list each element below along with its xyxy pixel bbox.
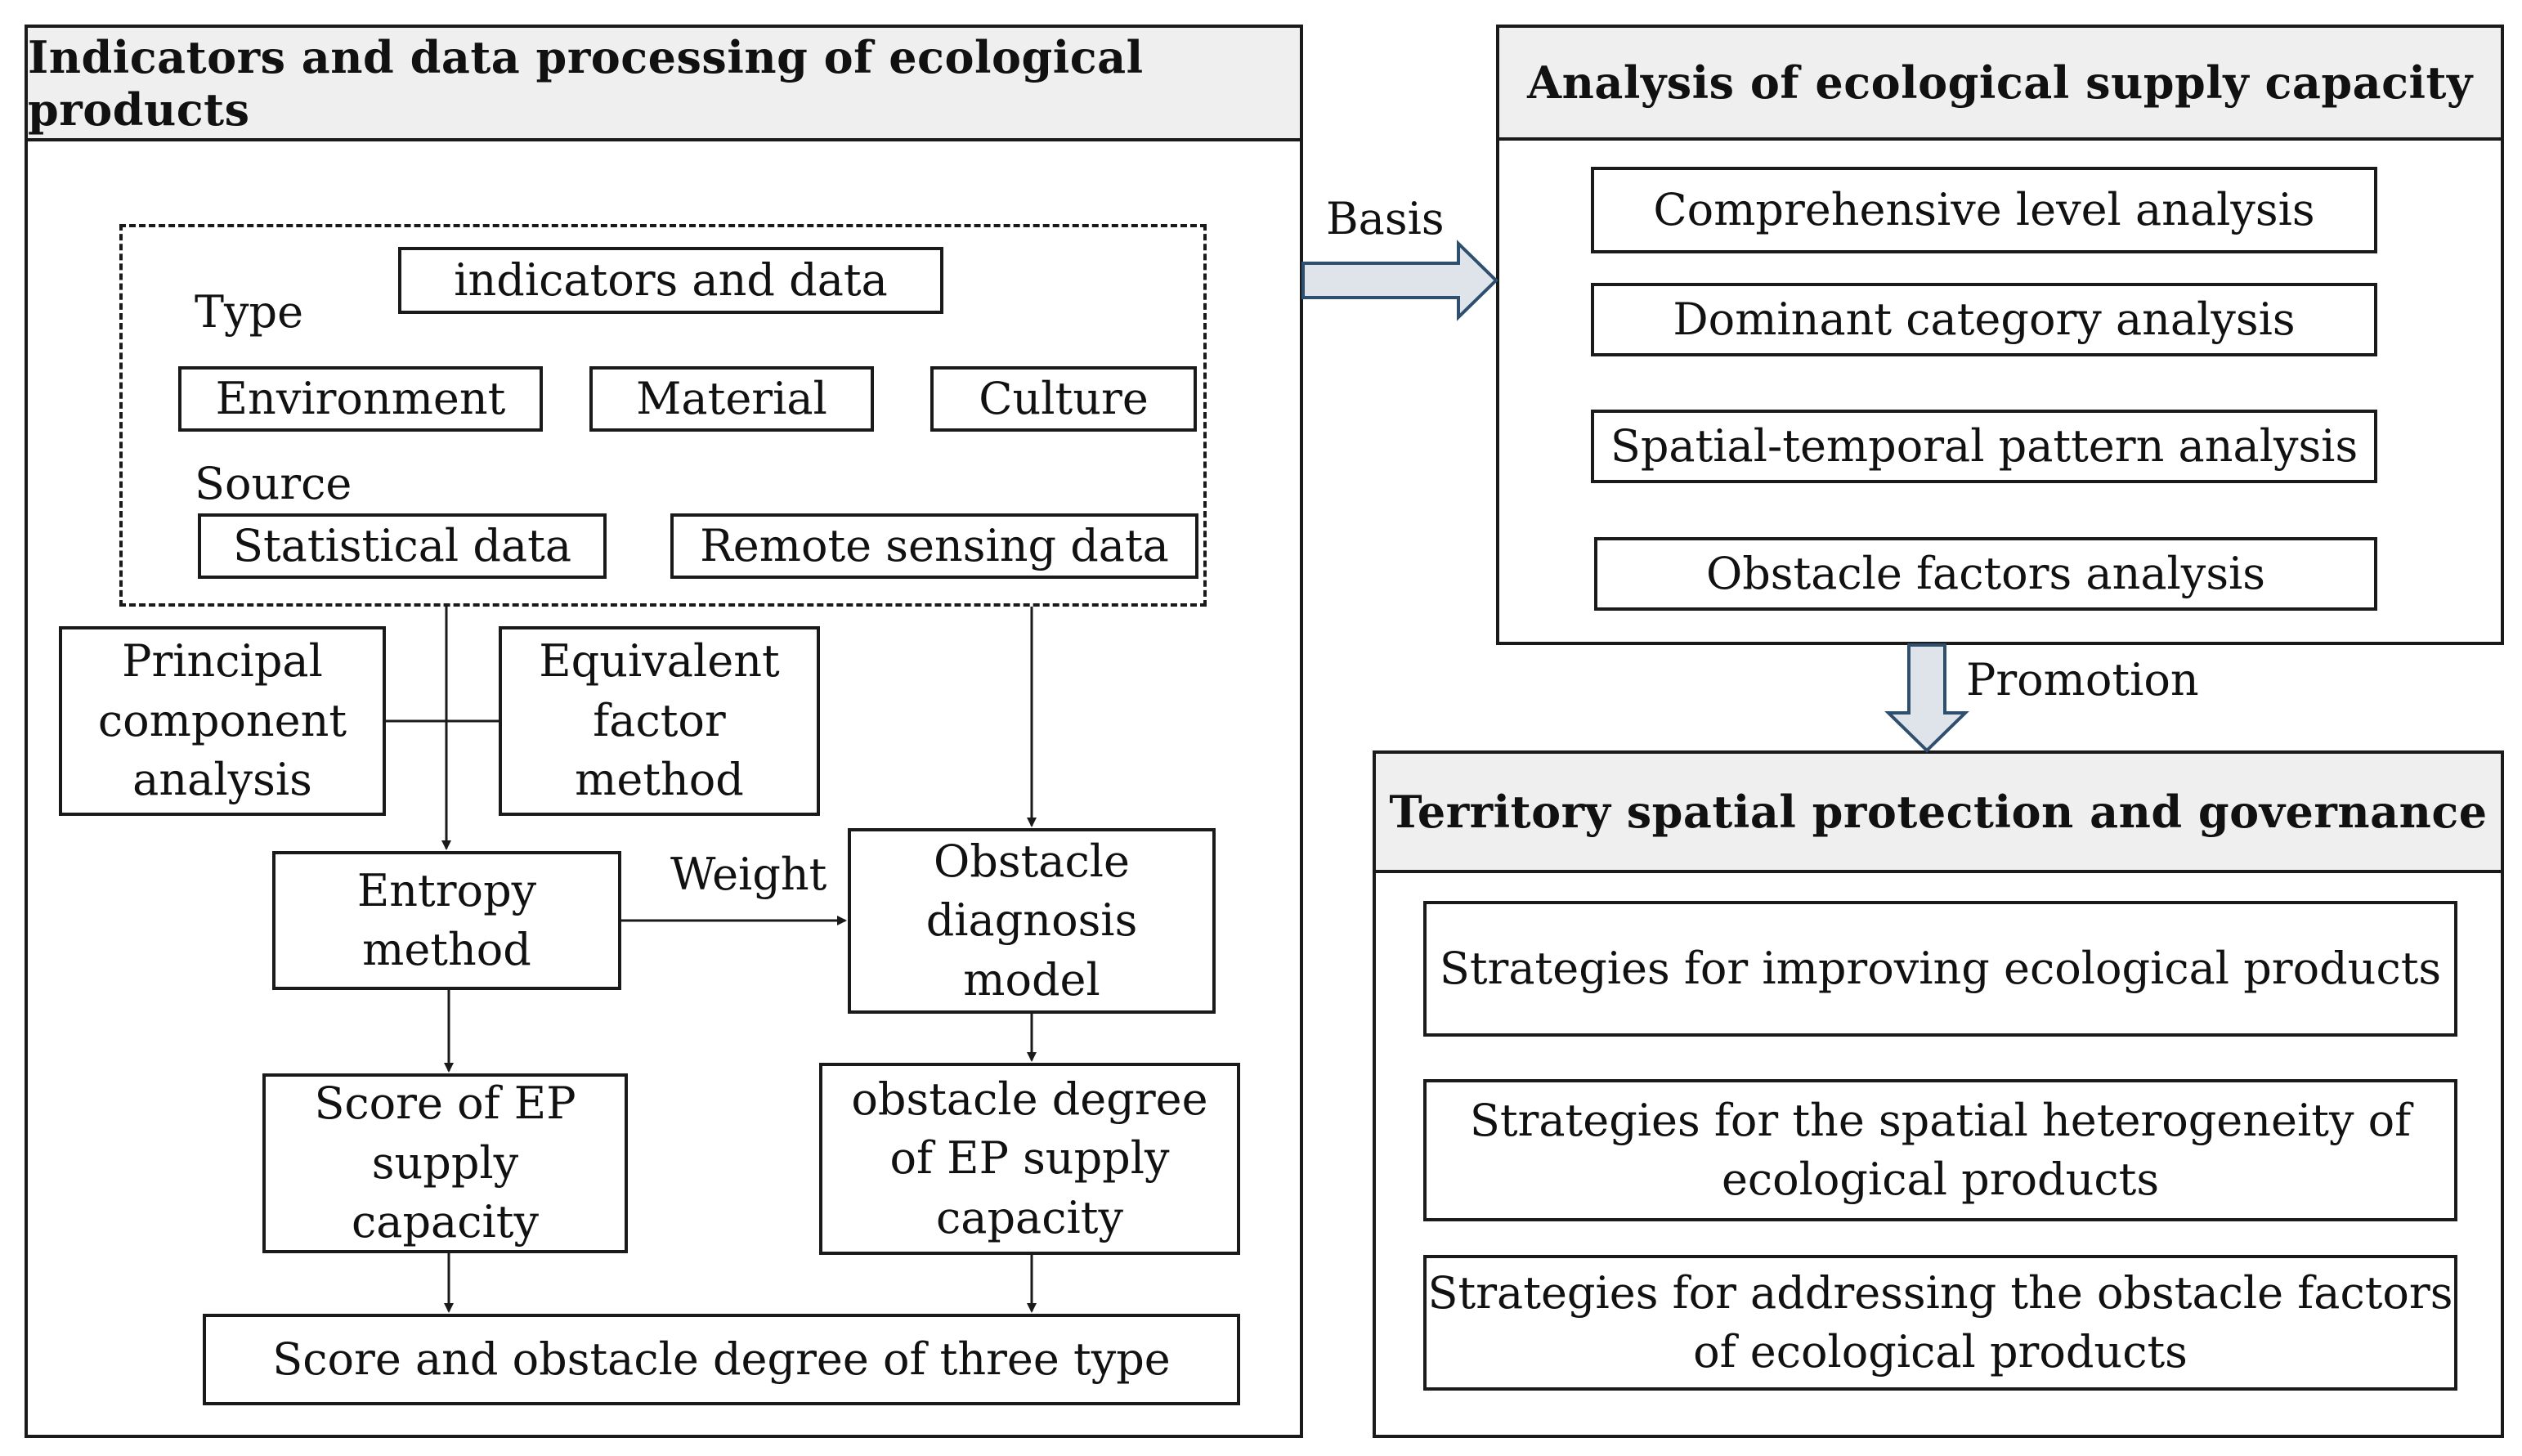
dominant-category-analysis-box: Dominant category analysis — [1591, 283, 2377, 356]
promotion-label: Promotion — [1966, 654, 2199, 706]
type-label: Type — [195, 286, 304, 338]
basis-label: Basis — [1326, 193, 1445, 244]
type-environment-box: Environment — [178, 366, 543, 432]
spatial-temporal-pattern-analysis-box: Spatial-temporal pattern analysis — [1591, 410, 2377, 483]
governance-panel-title: Territory spatial protection and governa… — [1373, 750, 2504, 873]
source-label: Source — [195, 458, 352, 509]
strategy-spatial-heterogeneity-box: Strategies for the spatial heterogeneity… — [1423, 1079, 2457, 1221]
strategy-improving-box: Strategies for improving ecological prod… — [1423, 901, 2457, 1037]
left-panel-title: Indicators and data processing of ecolog… — [25, 25, 1303, 141]
score-and-obstacle-degree-box: Score and obstacle degree of three type — [203, 1314, 1240, 1405]
strategy-obstacle-factors-box: Strategies for addressing the obstacle f… — [1423, 1255, 2457, 1391]
type-material-box: Material — [589, 366, 874, 432]
promotion-block-arrow — [1884, 643, 1969, 753]
weight-label: Weight — [670, 849, 827, 900]
source-remote-sensing-box: Remote sensing data — [670, 513, 1198, 579]
basis-block-arrow — [1301, 240, 1498, 321]
source-statistical-box: Statistical data — [198, 513, 607, 579]
analysis-panel-title: Analysis of ecological supply capacity — [1496, 25, 2504, 141]
obstacle-factors-analysis-box: Obstacle factors analysis — [1594, 537, 2377, 611]
indicators-and-data-box: indicators and data — [398, 247, 943, 314]
indicators-dashed-group — [119, 224, 1207, 607]
comprehensive-level-analysis-box: Comprehensive level analysis — [1591, 167, 2377, 253]
type-culture-box: Culture — [930, 366, 1197, 432]
